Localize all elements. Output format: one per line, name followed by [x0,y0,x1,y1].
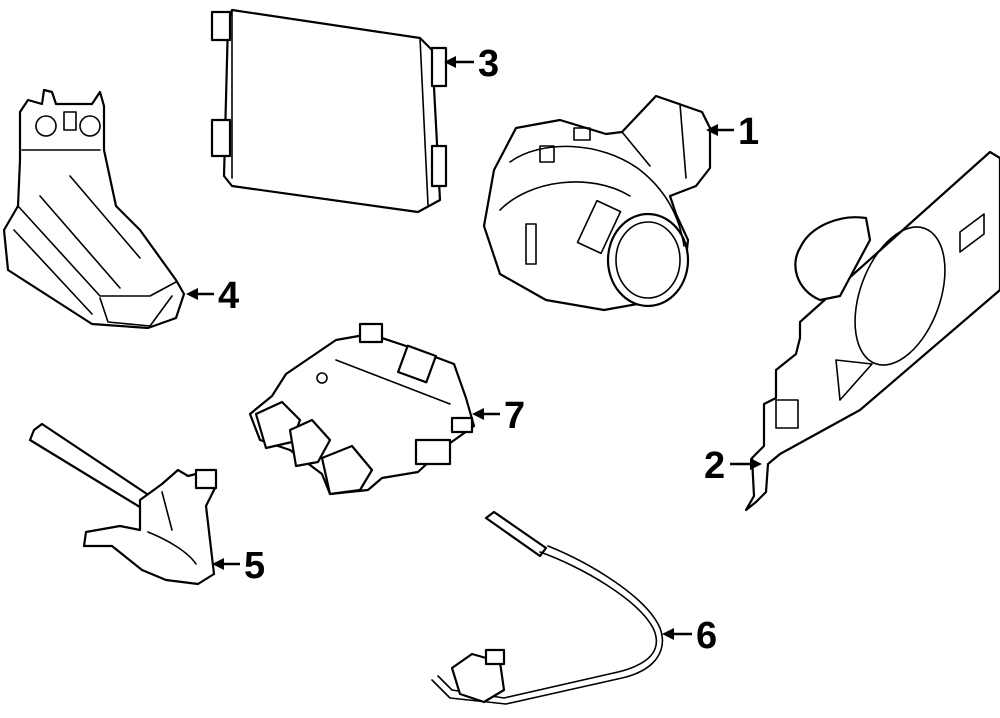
part-1-sensor[interactable] [482,94,712,312]
callout-2: 2 [704,445,762,487]
part-3-control-module[interactable] [210,8,448,214]
callout-label-2: 2 [704,445,725,487]
callout-label-4: 4 [218,275,239,317]
callout-label-5: 5 [244,545,265,587]
callout-7: 7 [472,395,525,437]
part-7-connector-module[interactable] [248,322,476,496]
part-2-retainer[interactable] [744,150,1000,512]
part-6-sensor-wire[interactable] [431,510,664,705]
callout-3: 3 [444,43,499,85]
callout-label-6: 6 [696,615,717,657]
callout-4: 4 [186,275,239,317]
callout-label-7: 7 [504,395,525,437]
callout-1: 1 [706,111,759,153]
callout-label-3: 3 [478,43,499,85]
callout-6: 6 [662,615,717,657]
callout-5: 5 [212,545,265,587]
part-4-bracket[interactable] [2,88,186,330]
part-5-harness[interactable] [28,422,218,586]
callout-label-1: 1 [738,111,759,153]
